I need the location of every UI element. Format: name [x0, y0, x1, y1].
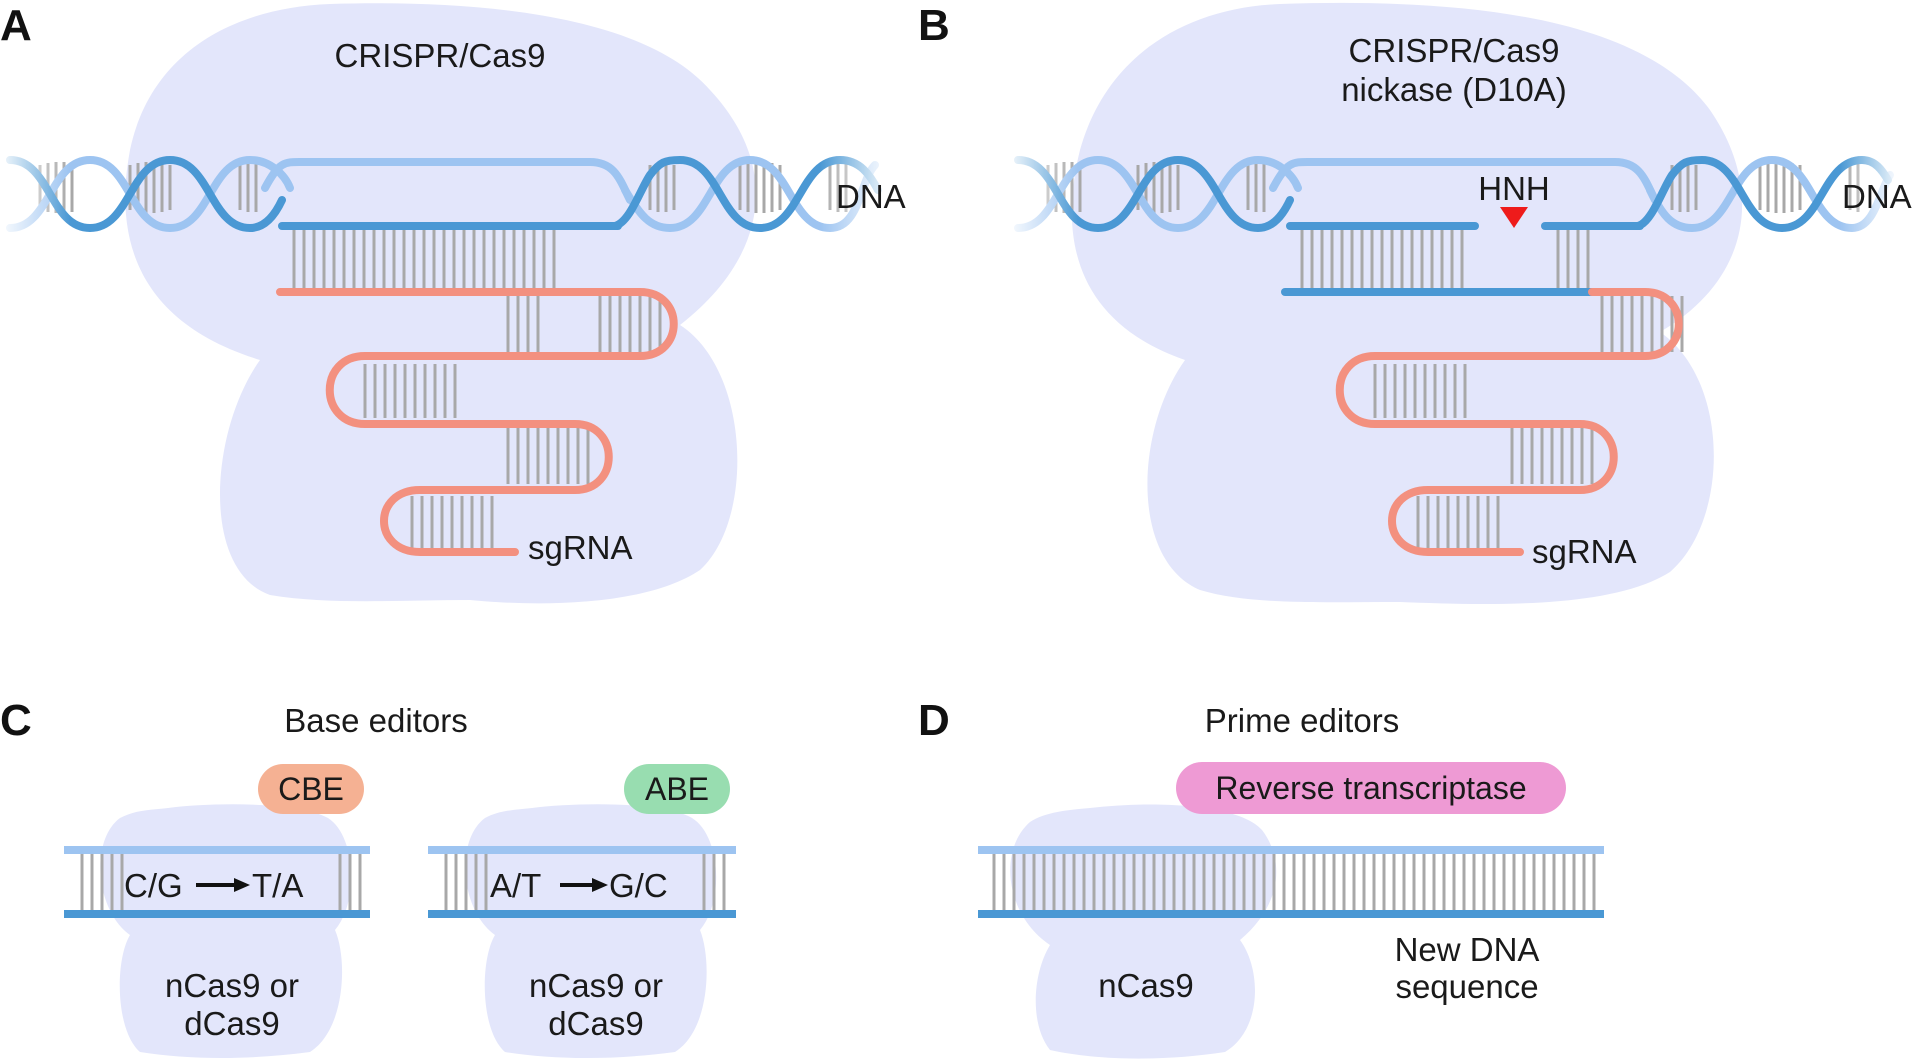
base-pair-rungs — [80, 852, 362, 912]
abe-pill — [624, 764, 730, 814]
panel-b-title-line1: CRISPR/Cas9 — [1349, 32, 1560, 69]
conversion-arrow-icon — [234, 878, 250, 892]
cbe-pill — [258, 764, 364, 814]
dna-rna-base-pairs — [1300, 230, 1590, 288]
cas9-protein-shape — [125, 3, 756, 604]
panel-a-title: CRISPR/Cas9 — [335, 37, 546, 74]
reverse-transcriptase-pill — [1176, 762, 1566, 814]
reverse-transcriptase-label: Reverse transcriptase — [1215, 770, 1526, 806]
dna-helix-left — [1008, 150, 1302, 240]
ncas9-protein-shape — [465, 804, 717, 1058]
panel-c-title: Base editors — [284, 702, 467, 739]
panel-c-letter: C — [0, 696, 32, 745]
protein-label-line1: nCas9 or — [165, 967, 299, 1004]
panel-d: D Prime editors — [918, 696, 1604, 1059]
cas9-nickase-protein-shape — [1071, 2, 1743, 605]
dna-strand-open-top — [261, 157, 634, 204]
panel-a-letter: A — [0, 1, 32, 50]
dna-rna-base-pairs — [292, 230, 556, 288]
panel-b-hnh-label: HNH — [1478, 170, 1550, 207]
hnh-cut-marker — [1500, 207, 1528, 228]
cbe-label: CBE — [278, 771, 344, 807]
conversion-to: G/C — [609, 867, 668, 904]
protein-label-line1: nCas9 or — [529, 967, 663, 1004]
ncas9-protein-shape — [1010, 804, 1277, 1059]
abe-label: ABE — [645, 771, 709, 807]
dna-helix-right — [611, 150, 890, 240]
new-sequence-label-line1: New DNA — [1395, 931, 1540, 968]
conversion-to: T/A — [252, 867, 303, 904]
base-pair-rungs — [992, 852, 1596, 912]
sgrna-stem-pairs — [363, 296, 662, 548]
panel-b-sgrna-label: sgRNA — [1532, 533, 1637, 570]
ncas9-protein-shape — [100, 804, 352, 1058]
dna-helix-left — [0, 150, 294, 240]
conversion-from: A/T — [490, 867, 541, 904]
panel-b-letter: B — [918, 1, 950, 50]
panel-b: B — [918, 1, 1912, 605]
protein-label-line2: dCas9 — [184, 1005, 279, 1042]
protein-label-line2: dCas9 — [548, 1005, 643, 1042]
panel-d-title: Prime editors — [1205, 702, 1399, 739]
panel-a-dna-label: DNA — [836, 178, 906, 215]
panel-a-sgrna-label: sgRNA — [528, 529, 633, 566]
base-pair-rungs — [444, 852, 726, 912]
panel-a: A — [0, 1, 906, 604]
new-sequence-label-line2: sequence — [1395, 968, 1538, 1005]
sgrna-strand — [1335, 288, 1683, 556]
base-editor-abe: ABE A/T G/C nCas9 or dCas9 — [428, 764, 736, 1058]
dna-strand-open-top — [1269, 157, 1659, 204]
conversion-arrow-icon — [592, 878, 608, 892]
base-editor-cbe: CBE C/G T/A nCas9 or dCas9 — [64, 764, 370, 1058]
ncas9-label: nCas9 — [1098, 967, 1193, 1004]
panel-b-dna-label: DNA — [1842, 178, 1912, 215]
sgrna-strand — [276, 288, 678, 556]
panel-d-letter: D — [918, 696, 950, 745]
conversion-from: C/G — [124, 867, 183, 904]
panel-c: C Base editors CBE C/G T/A nCas9 or dCas… — [0, 696, 736, 1058]
panel-b-title-line2: nickase (D10A) — [1341, 71, 1567, 108]
dna-helix-right — [1634, 150, 1900, 240]
